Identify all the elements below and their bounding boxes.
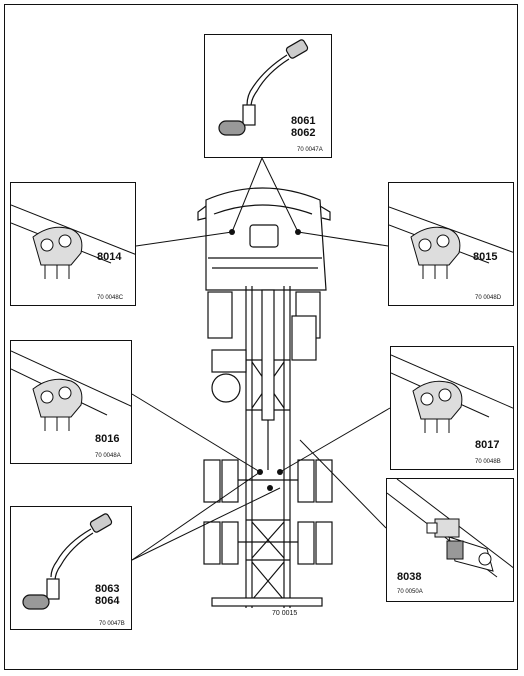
inset-ref: 70 0048B xyxy=(475,459,501,465)
abs-sensor-valve-icon xyxy=(11,204,135,279)
inset-lower-left: 8063 8064 70 0047B xyxy=(10,506,132,630)
code-8062: 8062 xyxy=(291,127,316,139)
inset-middle-right: 8017 70 0048B xyxy=(390,346,514,470)
code-8017: 8017 xyxy=(475,439,500,451)
code-8014: 8014 xyxy=(97,251,122,263)
inset-ref: 70 0048D xyxy=(475,295,502,301)
inset-ref: 70 0047A xyxy=(297,147,323,153)
inset-ref: 70 0050A xyxy=(397,589,423,595)
code-8015: 8015 xyxy=(473,251,498,263)
inset-ref: 70 0048A xyxy=(95,453,121,459)
inset-upper-right: 8015 70 0048D xyxy=(388,182,514,306)
code-8063: 8063 xyxy=(95,583,120,595)
code-8038: 8038 xyxy=(397,571,422,583)
inset-upper-left: 8014 70 0048C xyxy=(10,182,136,306)
code-8016: 8016 xyxy=(95,433,120,445)
figure-frame xyxy=(4,4,518,670)
inset-middle-left: 8016 70 0048A xyxy=(10,340,132,464)
abs-sensor-valve-icon xyxy=(11,350,131,431)
abs-sensor-valve-icon xyxy=(391,354,513,433)
inset-lower-right: 8038 70 0050A xyxy=(386,478,514,602)
inset-ref: 70 0048C xyxy=(97,295,124,301)
inset-top: 8061 8062 70 0047A xyxy=(204,34,332,158)
sensor-cable-icon xyxy=(22,513,113,610)
sensor-cable-icon xyxy=(218,39,309,136)
figure-reference: 70 0015 xyxy=(272,610,298,617)
inset-ref: 70 0047B xyxy=(99,621,125,627)
valve-connector-icon xyxy=(387,479,513,578)
abs-sensor-valve-icon xyxy=(389,206,513,279)
code-8061: 8061 xyxy=(291,115,316,127)
code-8064: 8064 xyxy=(95,595,120,607)
